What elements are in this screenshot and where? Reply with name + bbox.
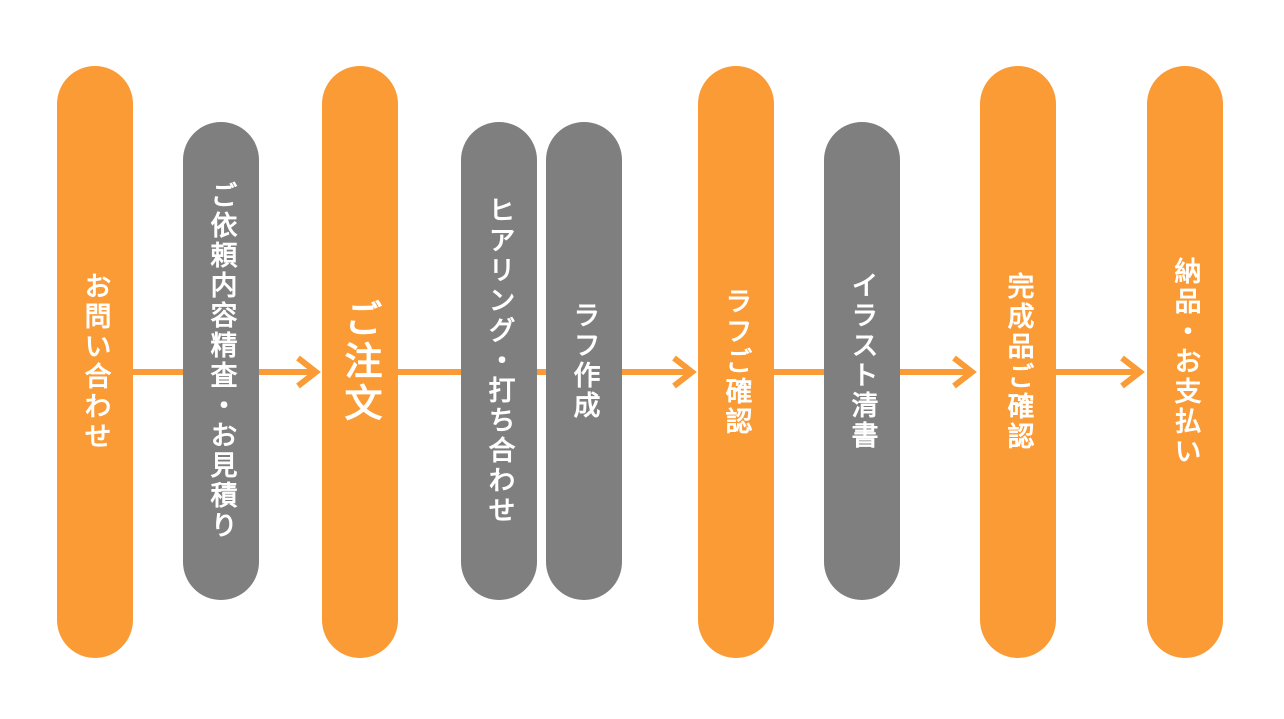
step-final-illustration-label: イラスト清書 — [846, 271, 878, 451]
step-review-estimate-label: ご依頼内容精査・お見積り — [205, 181, 237, 541]
step-hearing-meeting: ヒアリング・打ち合わせ — [461, 122, 537, 600]
step-inquiry-label: お問い合わせ — [79, 272, 111, 452]
step-hearing-meeting-label: ヒアリング・打ち合わせ — [483, 196, 515, 526]
step-review-estimate: ご依頼内容精査・お見積り — [183, 122, 259, 600]
step-final-illustration: イラスト清書 — [824, 122, 900, 600]
step-delivery-payment-label: 納品・お支払い — [1169, 257, 1201, 467]
arrowhead-icon — [952, 355, 977, 389]
step-delivery-payment: 納品・お支払い — [1147, 66, 1223, 658]
step-final-review: 完成品ご確認 — [980, 66, 1056, 658]
arrowhead-icon — [1120, 355, 1145, 389]
step-rough-draft: ラフ作成 — [546, 122, 622, 600]
step-final-review-label: 完成品ご確認 — [1002, 272, 1034, 452]
step-order-label: ご注文 — [338, 299, 382, 425]
step-rough-review: ラフご確認 — [698, 66, 774, 658]
step-rough-draft-label: ラフ作成 — [568, 301, 600, 421]
step-inquiry: お問い合わせ — [57, 66, 133, 658]
arrowhead-icon — [296, 355, 321, 389]
step-rough-review-label: ラフご確認 — [720, 287, 752, 437]
step-order: ご注文 — [322, 66, 398, 658]
arrowhead-icon — [672, 355, 697, 389]
